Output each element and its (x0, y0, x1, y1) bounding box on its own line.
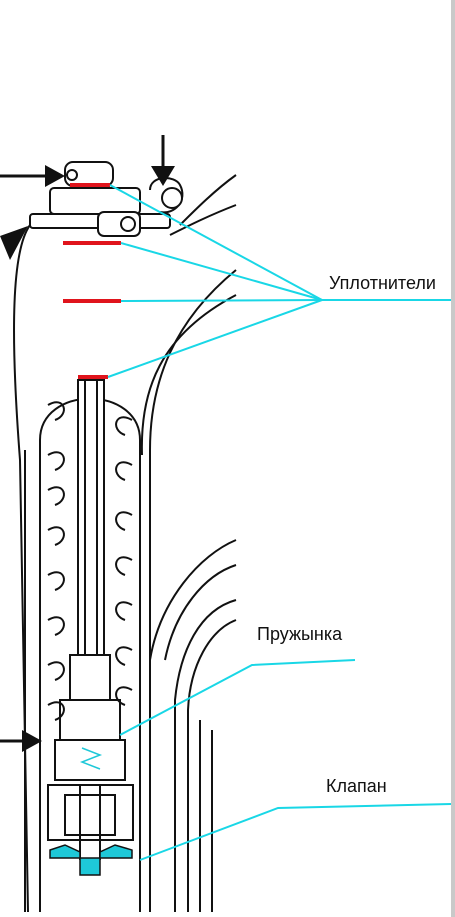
spring-label: Пружынка (257, 624, 343, 644)
valve-assembly (47, 784, 134, 860)
small-spring (79, 747, 103, 770)
arrows (0, 135, 175, 752)
piston-rod (54, 379, 126, 781)
arrow-down-icon (151, 166, 175, 186)
valve-disc (49, 844, 133, 876)
arrow-right-icon (45, 165, 65, 187)
seals (63, 183, 121, 379)
arrow-diagonal-icon (0, 226, 28, 260)
seals-label: Уплотнители (329, 273, 436, 293)
leader-lines (107, 184, 452, 861)
arrow-right-lower-icon (22, 730, 42, 752)
right-edge-bar (451, 0, 455, 917)
coil-spring (47, 401, 133, 721)
nozzle-cap (29, 161, 184, 237)
valve-label: Клапан (326, 776, 387, 796)
handle-curves (149, 174, 237, 912)
